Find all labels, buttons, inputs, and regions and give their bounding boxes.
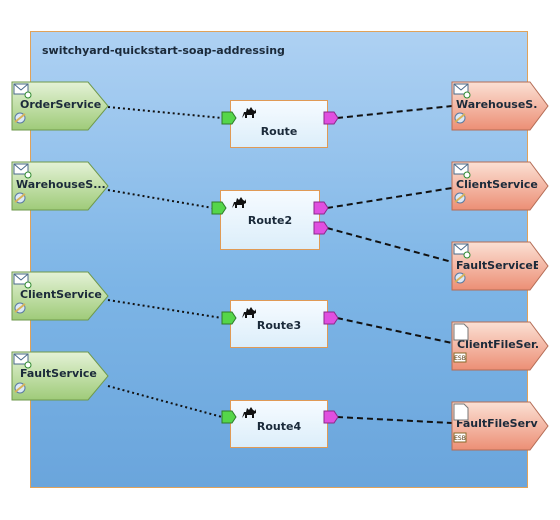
service-label-fault: FaultService [20, 367, 97, 380]
file-badge-text: ESB [454, 435, 466, 442]
component-route[interactable]: Route [230, 100, 328, 148]
file-badge-text: ESB [454, 355, 466, 362]
composite-service-shape[interactable] [11, 81, 109, 131]
composite-title: switchyard-quickstart-soap-addressing [42, 44, 285, 57]
camel-icon [241, 304, 257, 323]
service-port[interactable] [211, 201, 227, 215]
component-label: Route [260, 125, 298, 138]
composite-service-shape[interactable] [11, 161, 109, 211]
composite-reference-shape[interactable] [451, 161, 549, 211]
camel-icon [241, 104, 257, 123]
soap-binding-icon [13, 273, 32, 314]
component-label: Route4 [256, 420, 302, 433]
component-route2[interactable]: Route2 [220, 190, 320, 250]
reference-label-warehouse: WarehouseS... [456, 98, 538, 111]
file-binding-icon: ESB [453, 323, 469, 363]
reference-wire[interactable] [326, 187, 453, 209]
composite-service-shape[interactable] [11, 271, 109, 321]
camel-icon [231, 194, 247, 213]
soap-binding-icon [13, 163, 32, 204]
promote-wire[interactable] [107, 106, 223, 119]
composite-service-shape[interactable] [11, 351, 109, 401]
composite-reference-shape[interactable] [451, 241, 549, 291]
service-port[interactable] [221, 311, 237, 325]
composite-reference-shape[interactable] [451, 81, 549, 131]
reference-port[interactable] [313, 221, 329, 235]
reference-label-fault-file: FaultFileServi... [456, 417, 538, 430]
reference-port[interactable] [323, 311, 339, 325]
reference-label-client-file: ClientFileSer... [457, 338, 539, 351]
file-binding-icon: ESB [453, 403, 469, 443]
soap-binding-icon [453, 83, 471, 124]
service-port[interactable] [221, 410, 237, 424]
reference-port[interactable] [313, 201, 329, 215]
service-label-order: OrderService [20, 98, 102, 111]
composite-reference-shape[interactable] [451, 321, 549, 371]
soap-binding-icon [453, 243, 471, 284]
reference-wire[interactable] [326, 227, 453, 263]
reference-label-fault-service: FaultServiceE... [456, 259, 538, 272]
reference-port[interactable] [323, 410, 339, 424]
component-route4[interactable]: Route4 [230, 400, 328, 448]
component-label: Route2 [247, 214, 293, 227]
service-label-client: ClientService [20, 288, 102, 301]
service-label-warehouse: WarehouseS... [16, 178, 106, 191]
reference-wire[interactable] [336, 416, 453, 424]
service-port[interactable] [221, 111, 237, 125]
soap-binding-icon [453, 163, 471, 204]
soap-binding-icon [13, 353, 32, 394]
reference-label-client-service: ClientService... [456, 178, 538, 191]
camel-icon [241, 404, 257, 423]
promote-wire[interactable] [107, 299, 223, 319]
reference-port[interactable] [323, 111, 339, 125]
soap-binding-icon [13, 83, 32, 124]
component-label: Route3 [256, 319, 302, 332]
composite-reference-shape[interactable] [451, 401, 549, 451]
